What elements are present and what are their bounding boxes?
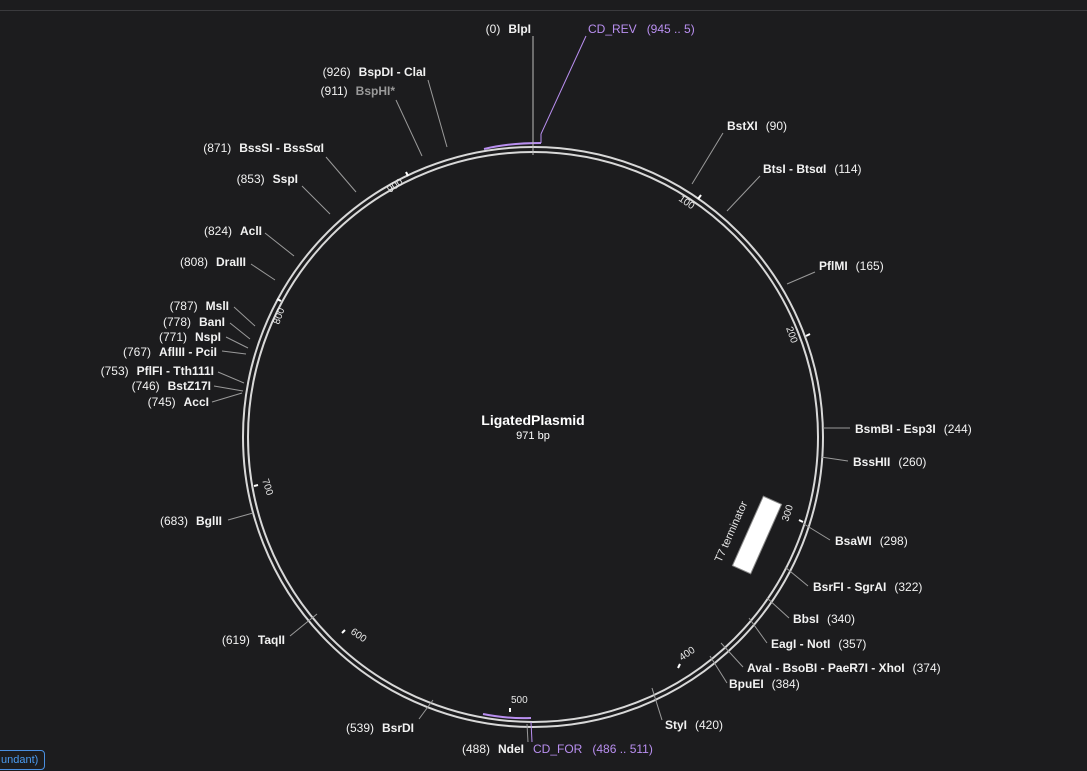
site-bsrdi: (539)BsrDI [346,721,414,735]
ruler-label-300: 300 [780,503,796,523]
site-taqii: (619)TaqII [222,633,285,647]
leader-bbsi [766,597,790,619]
ruler-tick-300 [798,519,804,523]
site-msli: (787)MslI [170,299,229,313]
primer-label-cd-rev: CD_REV(945 .. 5) [588,22,695,36]
leader-bsrfi [784,566,809,587]
leader-bstxi [691,132,724,185]
leader-bsphi [395,99,423,157]
leader-msli [233,306,256,327]
site-bsmbi: BsmBI - Esp3I(244) [855,422,972,436]
site-ndei: (488)NdeI [462,742,524,756]
primer-label-cd-for: CD_FOR(486 .. 511) [533,742,653,756]
ruler-tick-200 [805,333,811,337]
feature-t7-terminator[interactable]: T7 terminator [713,495,783,575]
leader-bpuei [709,655,728,684]
site-blpi: (0)BlpI [486,22,531,36]
site-pflfi: (753)PflFI - Tth111I [101,364,214,378]
leader-pflmi [786,271,816,285]
site-bglii: (683)BglII [160,514,222,528]
site-nspi: (771)NspI [159,330,221,344]
leader-acci [211,392,243,403]
site-acli: (824)AclI [204,224,262,238]
site-bsshii: BssHII(260) [853,455,926,469]
top-toolbar-edge [0,0,1087,11]
ruler-tick-400 [677,663,681,669]
site-acci: (745)AccI [148,395,209,409]
primer-cd-for-pointer [530,721,533,743]
leader-nspi [225,336,249,349]
leader-bsssi [325,156,357,193]
site-bspdi: (926)BspDI - ClaI [323,65,426,79]
cut-site-leaders [211,36,850,743]
site-styi: StyI(420) [665,718,723,732]
leader-bani [229,322,251,340]
status-badge[interactable]: undant) [0,750,46,770]
cut-site-labels[interactable]: (0)BlpI BstXI(90) BtsI - BtsαI(114) PflM… [101,22,972,756]
feature-t7-terminator-box [731,495,783,575]
plasmid-name: LigatedPlasmid [481,412,584,428]
leader-bglii [227,512,254,521]
leader-afliii [221,350,247,355]
leader-acli [264,232,295,257]
site-bsssi: (871)BssSI - BssSαI [203,141,324,155]
site-bpuei: BpuEI(384) [729,677,800,691]
site-bsphi: (911)BspHI* [321,84,396,98]
leader-draiii [250,263,276,281]
ruler-tick-900 [405,171,409,177]
leader-btsi [726,175,761,212]
site-afliii: (767)AflIII - PciI [123,345,217,359]
primer-cd-rev-pointer [540,35,587,135]
leader-styi [651,687,663,721]
site-pflmi: PflMI(165) [819,259,884,273]
leader-bsawi [803,523,831,541]
site-draiii: (808)DraIII [180,255,246,269]
leader-bsrdi [418,699,434,720]
site-sspi: (853)SspI [237,172,298,186]
leader-taqii [289,613,318,637]
leader-ndei [526,723,529,743]
site-bsawi: BsaWI(298) [835,534,908,548]
leader-eagi [748,617,768,644]
leader-bstz17i [213,385,244,392]
leader-bspdi [427,79,448,148]
site-bani: (778)BanI [163,315,225,329]
ruler-ticks: 100 200 300 400 500 600 700 800 900 [253,171,811,712]
ruler-label-600: 600 [348,626,368,645]
primer-arc-cd-for[interactable] [482,713,532,720]
primer-arc-cd-rev[interactable] [483,142,542,150]
ruler-label-900: 900 [385,177,405,196]
ruler-label-800: 800 [271,306,287,326]
plasmid-length: 971 bp [516,430,550,442]
site-bsrfi: BsrFI - SgrAI(322) [813,580,922,594]
leader-avai [720,642,744,668]
ruler-label-700: 700 [259,478,275,498]
ruler-label-500: 500 [511,695,528,706]
ruler-tick-700 [253,484,259,487]
site-bstz17i: (746)BstZ17I [132,379,211,393]
ruler-tick-600 [341,629,346,634]
site-avai: AvaI - BsoBI - PaeR7I - XhoI(374) [747,661,941,675]
ruler-label-400: 400 [677,645,697,664]
ruler-tick-800 [276,298,282,302]
site-bstxi: BstXI(90) [727,119,787,133]
leader-bsshii [820,456,849,462]
leader-sspi [301,185,331,215]
site-eagi: EagI - NotI(357) [771,637,866,651]
site-bbsi: BbsI(340) [793,612,855,626]
leader-pflfi [217,371,245,384]
site-btsi: BtsI - BtsαI(114) [763,162,862,176]
ruler-tick-100 [697,194,702,200]
